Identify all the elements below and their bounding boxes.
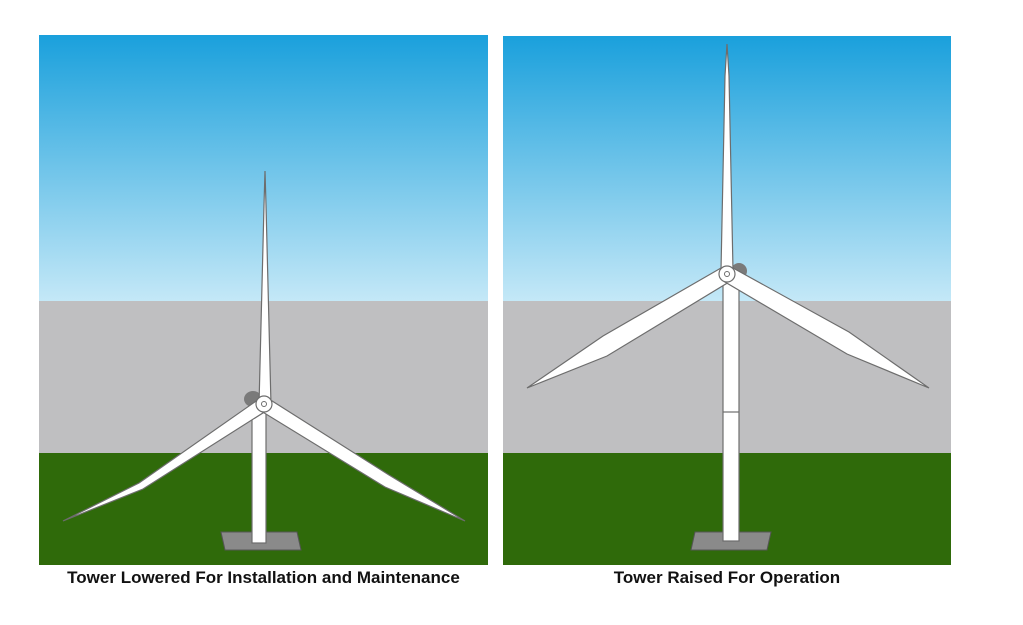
scene-raised (503, 36, 951, 565)
caption-tower-raised: Tower Raised For Operation (613, 568, 841, 587)
tower (722, 275, 740, 542)
hub-center (724, 271, 730, 277)
caption-tower-lowered: Tower Lowered For Installation and Maint… (67, 568, 460, 587)
panel-tower-raised (503, 36, 951, 565)
scene-lowered (39, 35, 488, 565)
panel-tower-lowered (39, 35, 488, 565)
tower (251, 404, 267, 544)
hub-center (261, 401, 267, 407)
